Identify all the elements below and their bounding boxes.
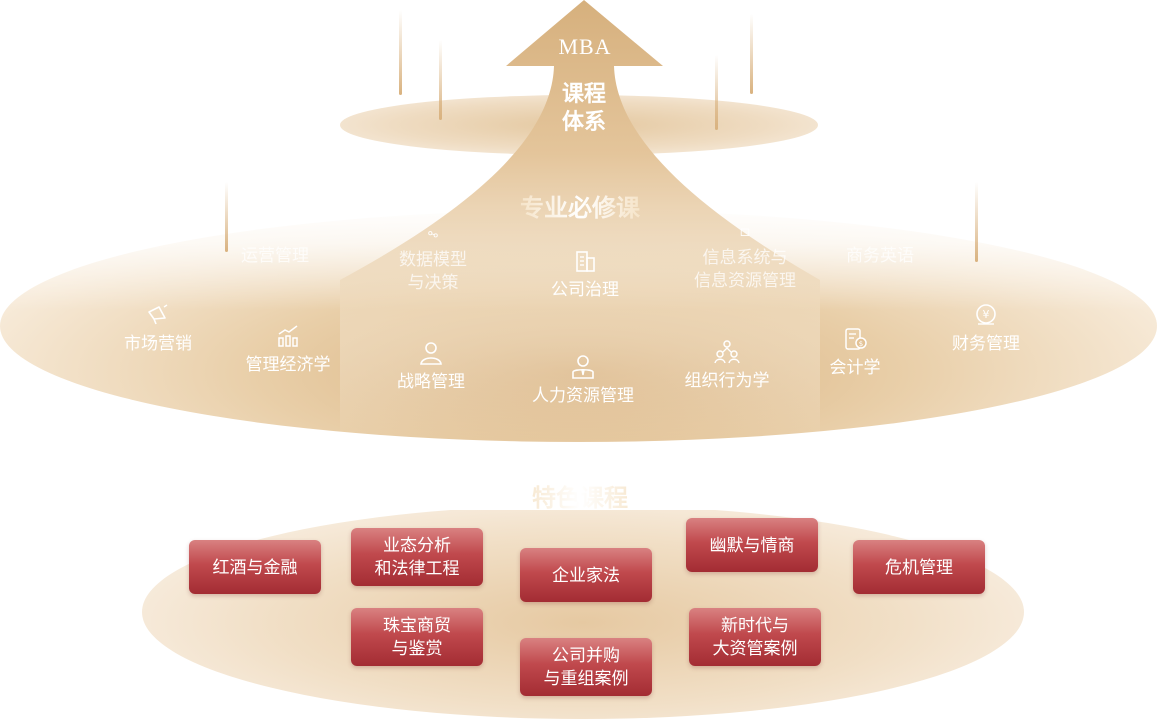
special-course-mergers: 公司并购 与重组案例 xyxy=(520,638,652,696)
special-course-wine-finance: 红酒与金融 xyxy=(189,540,321,594)
mba-label: MBA xyxy=(558,34,612,59)
course-label: 企业家法 xyxy=(552,565,620,585)
data-model-icon xyxy=(428,231,438,238)
course-label: 珠宝商贸 与鉴赏 xyxy=(383,616,451,658)
course-organizational-behavior: 组织行为学 xyxy=(652,339,802,392)
course-label: 人力资源管理 xyxy=(532,386,634,405)
svg-text:$: $ xyxy=(859,340,863,348)
course-label: 数据模型 与决策 xyxy=(399,250,467,292)
special-course-crisis-management: 危机管理 xyxy=(853,540,985,594)
yen-coin-icon: ¥ xyxy=(976,304,996,325)
special-course-jewelry: 珠宝商贸 与鉴赏 xyxy=(351,608,483,666)
light-beam xyxy=(975,182,978,262)
course-data-model: 数据模型 与决策 xyxy=(358,230,508,294)
bar-chart-growth-icon xyxy=(278,325,298,347)
course-label: 新时代与 大资管案例 xyxy=(712,616,798,658)
businessman-icon xyxy=(572,355,594,379)
course-label: 市场营销 xyxy=(124,334,192,353)
team-icon xyxy=(714,340,740,364)
special-course-asset-management: 新时代与 大资管案例 xyxy=(689,608,821,666)
course-marketing: 市场营销 xyxy=(83,302,233,355)
course-label: 组织行为学 xyxy=(684,371,770,390)
light-beam xyxy=(399,10,402,95)
light-beam xyxy=(715,55,718,130)
course-label: 管理经济学 xyxy=(245,355,331,374)
course-label: 信息系统与 信息资源管理 xyxy=(694,248,796,290)
building-icon xyxy=(576,251,595,272)
course-corporate-governance: 公司治理 xyxy=(510,248,660,301)
course-label: 财务管理 xyxy=(952,334,1020,353)
special-course-entrepreneur-law: 企业家法 xyxy=(520,548,652,602)
course-managerial-economics: 管理经济学 xyxy=(213,323,363,376)
core-section-title: 专业必修课 xyxy=(450,188,710,223)
course-label: 公司治理 xyxy=(551,280,619,299)
light-beam xyxy=(439,40,442,120)
special-course-business-law: 业态分析 和法律工程 xyxy=(351,528,483,586)
course-label: 战略管理 xyxy=(397,372,465,391)
title-line-2: 体系 xyxy=(561,109,606,134)
light-beam xyxy=(225,182,228,252)
course-information-systems: 信息系统与 信息资源管理 xyxy=(670,228,820,292)
course-system-title: 课程 体系 xyxy=(534,80,634,136)
title-line-1: 课程 xyxy=(561,81,606,106)
course-accounting: $ 会计学 xyxy=(780,326,930,379)
course-strategic-management: 战略管理 xyxy=(356,340,506,393)
course-label: 红酒与金融 xyxy=(212,557,298,577)
person-icon xyxy=(420,342,442,365)
growth-arrow xyxy=(340,0,820,440)
ledger-icon: $ xyxy=(845,328,867,350)
course-label: 幽默与情商 xyxy=(709,535,795,555)
svg-text:¥: ¥ xyxy=(983,308,990,321)
special-section-title: 特色课程 xyxy=(450,478,710,513)
course-human-resources: 人力资源管理 xyxy=(508,354,658,407)
course-label: 会计学 xyxy=(829,358,881,377)
light-beam xyxy=(750,14,753,94)
course-label: 危机管理 xyxy=(885,557,953,577)
special-course-humor-eq: 幽默与情商 xyxy=(686,518,818,572)
course-label: 公司并购 与重组案例 xyxy=(543,646,629,688)
section-divider-fade xyxy=(0,440,1157,510)
course-label: 商务英语 xyxy=(846,246,914,265)
course-business-english: 商务英语 xyxy=(805,232,955,267)
document-icon xyxy=(740,228,750,236)
course-operations: 运营管理 xyxy=(200,232,350,267)
course-label: 运营管理 xyxy=(241,246,309,265)
course-financial-management: ¥ 财务管理 xyxy=(911,302,1061,355)
megaphone-icon xyxy=(148,304,168,325)
course-label: 业态分析 和法律工程 xyxy=(374,536,460,578)
